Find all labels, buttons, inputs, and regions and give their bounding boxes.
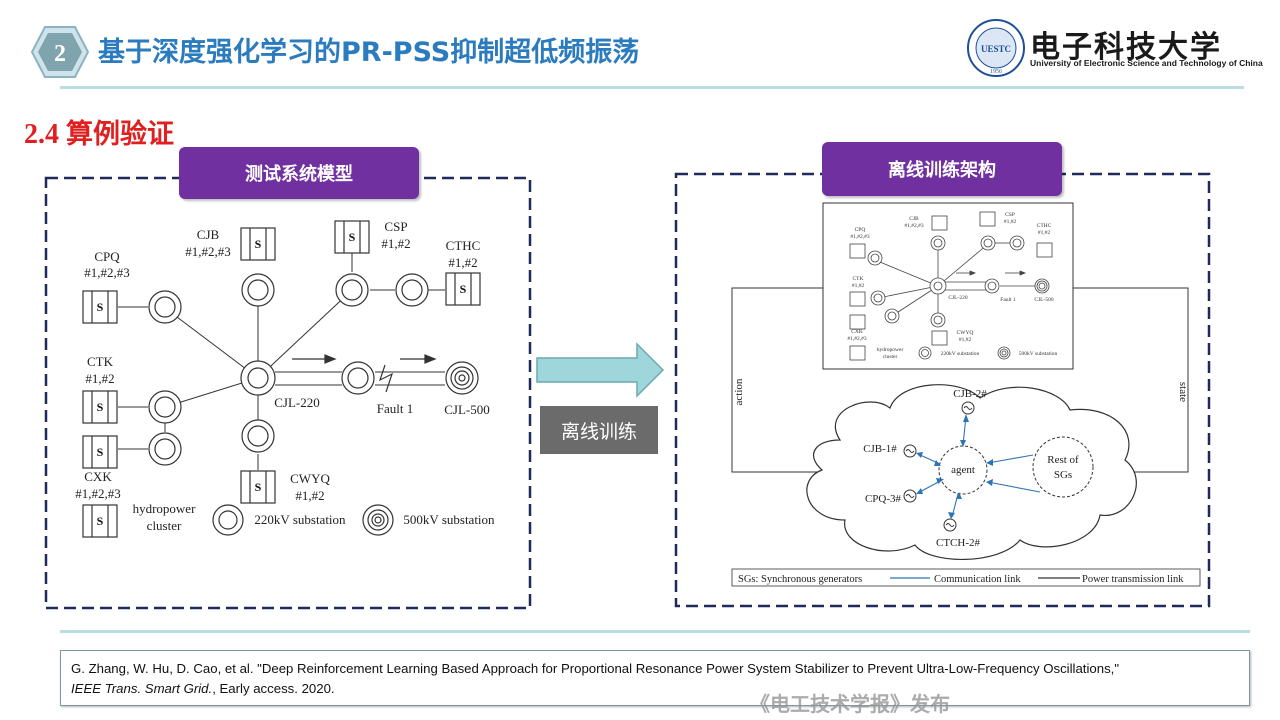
legend-box <box>731 568 1201 587</box>
svg-text:CJB: CJB <box>197 227 220 242</box>
svg-text:CJB-2#: CJB-2# <box>953 388 987 400</box>
svg-text:CTHC: CTHC <box>446 238 481 253</box>
svg-text:CPQ-3#: CPQ-3# <box>865 493 902 505</box>
svg-text:S: S <box>255 237 262 251</box>
svg-text:CJL-220: CJL-220 <box>274 395 320 410</box>
reference-line2: IEEE Trans. Smart Grid., Early access. 2… <box>71 679 1239 699</box>
svg-text:220kV substation: 220kV substation <box>941 351 980 357</box>
university-name-en: University of Electronic Science and Tec… <box>1030 58 1263 68</box>
svg-text:agent: agent <box>951 464 975 476</box>
page-title: 基于深度强化学习的PR-PSS抑制超低频振荡 <box>98 37 640 68</box>
section-number-text: 2.4 <box>24 119 59 150</box>
svg-text:500kV substation: 500kV substation <box>403 512 495 527</box>
svg-text:S: S <box>97 300 104 314</box>
svg-text:Fault 1: Fault 1 <box>1000 297 1016 303</box>
svg-text:cluster: cluster <box>147 518 182 533</box>
svg-text:#1,#2: #1,#2 <box>959 337 972 343</box>
flow-arrow <box>536 342 665 398</box>
svg-text:Power transmission link: Power transmission link <box>1082 574 1184 585</box>
university-seal-icon: UESTC 1956 <box>967 19 1025 77</box>
watermark: 《电工技术学报》发布 <box>750 692 950 716</box>
svg-text:#1,#2: #1,#2 <box>295 488 324 503</box>
svg-text:S: S <box>97 400 104 414</box>
svg-text:#1,#2: #1,#2 <box>381 236 410 251</box>
svg-text:cluster: cluster <box>883 354 898 360</box>
svg-text:#1,#2: #1,#2 <box>852 283 865 289</box>
svg-text:CJL-500: CJL-500 <box>444 402 490 417</box>
svg-text:S: S <box>349 230 356 244</box>
svg-text:S: S <box>97 514 104 528</box>
svg-text:500kV substation: 500kV substation <box>1019 351 1058 357</box>
svg-text:CJL-500: CJL-500 <box>1034 297 1054 303</box>
svg-text:CSP: CSP <box>384 219 407 234</box>
svg-text:CXK: CXK <box>84 469 112 484</box>
svg-text:SGs: SGs <box>1054 469 1072 481</box>
university-name-cn: 电子科技大学 <box>1030 30 1222 65</box>
svg-text:CTHC: CTHC <box>1037 223 1052 229</box>
offline-training-label: 离线训练 <box>540 406 658 454</box>
svg-text:CXK: CXK <box>851 329 863 335</box>
action-label: action <box>733 378 745 405</box>
left-panel-title: 测试系统模型 <box>179 147 419 199</box>
svg-text:CTK: CTK <box>87 354 114 369</box>
svg-text:#1,#2: #1,#2 <box>448 255 477 270</box>
svg-text:#1,#2,#3: #1,#2,#3 <box>904 223 924 229</box>
reference-rest: , Early access. 2020. <box>212 681 335 696</box>
svg-text:hydropower: hydropower <box>877 347 904 353</box>
reference-box: G. Zhang, W. Hu, D. Cao, et al. "Deep Re… <box>60 650 1250 706</box>
svg-text:CTCH-2#: CTCH-2# <box>936 537 981 549</box>
section-title: 算例验证 <box>66 119 174 150</box>
svg-text:CWYQ: CWYQ <box>957 330 974 336</box>
svg-text:CJL-220: CJL-220 <box>948 295 968 301</box>
svg-text:SGs: Synchronous generators: SGs: Synchronous generators <box>738 574 862 585</box>
svg-text:CJB: CJB <box>909 216 919 222</box>
svg-text:Communication link: Communication link <box>934 574 1021 585</box>
svg-text:#1,#2,#3: #1,#2,#3 <box>185 244 231 259</box>
svg-text:hydropower: hydropower <box>133 501 196 516</box>
svg-text:CJB-1#: CJB-1# <box>863 443 897 455</box>
rest-sgs-node <box>1032 436 1094 498</box>
svg-text:S: S <box>460 282 467 296</box>
svg-text:#1,#2: #1,#2 <box>1038 230 1051 236</box>
svg-text:CPQ: CPQ <box>94 249 120 264</box>
svg-text:#1,#2,#3: #1,#2,#3 <box>850 234 870 240</box>
svg-text:CTK: CTK <box>853 276 864 282</box>
svg-text:CPQ: CPQ <box>855 227 866 233</box>
svg-text:CWYQ: CWYQ <box>290 471 330 486</box>
section-heading: 2.4 算例验证 <box>24 112 174 151</box>
section-number: 2 <box>54 41 66 67</box>
footer-divider <box>60 630 1250 633</box>
svg-text:S: S <box>255 480 262 494</box>
svg-text:220kV substation: 220kV substation <box>254 512 346 527</box>
svg-text:#1,#2,#3: #1,#2,#3 <box>75 486 121 501</box>
svg-text:CSP: CSP <box>1005 212 1015 218</box>
svg-text:Fault 1: Fault 1 <box>377 401 413 416</box>
svg-text:1956: 1956 <box>990 69 1002 75</box>
svg-text:#1,#2,#3: #1,#2,#3 <box>84 265 130 280</box>
svg-text:S: S <box>97 445 104 459</box>
state-label: state <box>1177 382 1189 402</box>
svg-text:#1,#2: #1,#2 <box>1004 219 1017 225</box>
svg-text:#1,#2,#3: #1,#2,#3 <box>847 336 867 342</box>
reference-line1: G. Zhang, W. Hu, D. Cao, et al. "Deep Re… <box>71 661 1120 676</box>
right-panel-title: 离线训练架构 <box>822 142 1062 196</box>
reference-journal: IEEE Trans. Smart Grid. <box>71 681 213 696</box>
svg-text:#1,#2: #1,#2 <box>85 371 114 386</box>
section-number-badge: 2 <box>30 26 90 78</box>
svg-text:Rest of: Rest of <box>1047 454 1079 466</box>
svg-text:UESTC: UESTC <box>981 44 1011 54</box>
header-divider <box>60 86 1244 89</box>
